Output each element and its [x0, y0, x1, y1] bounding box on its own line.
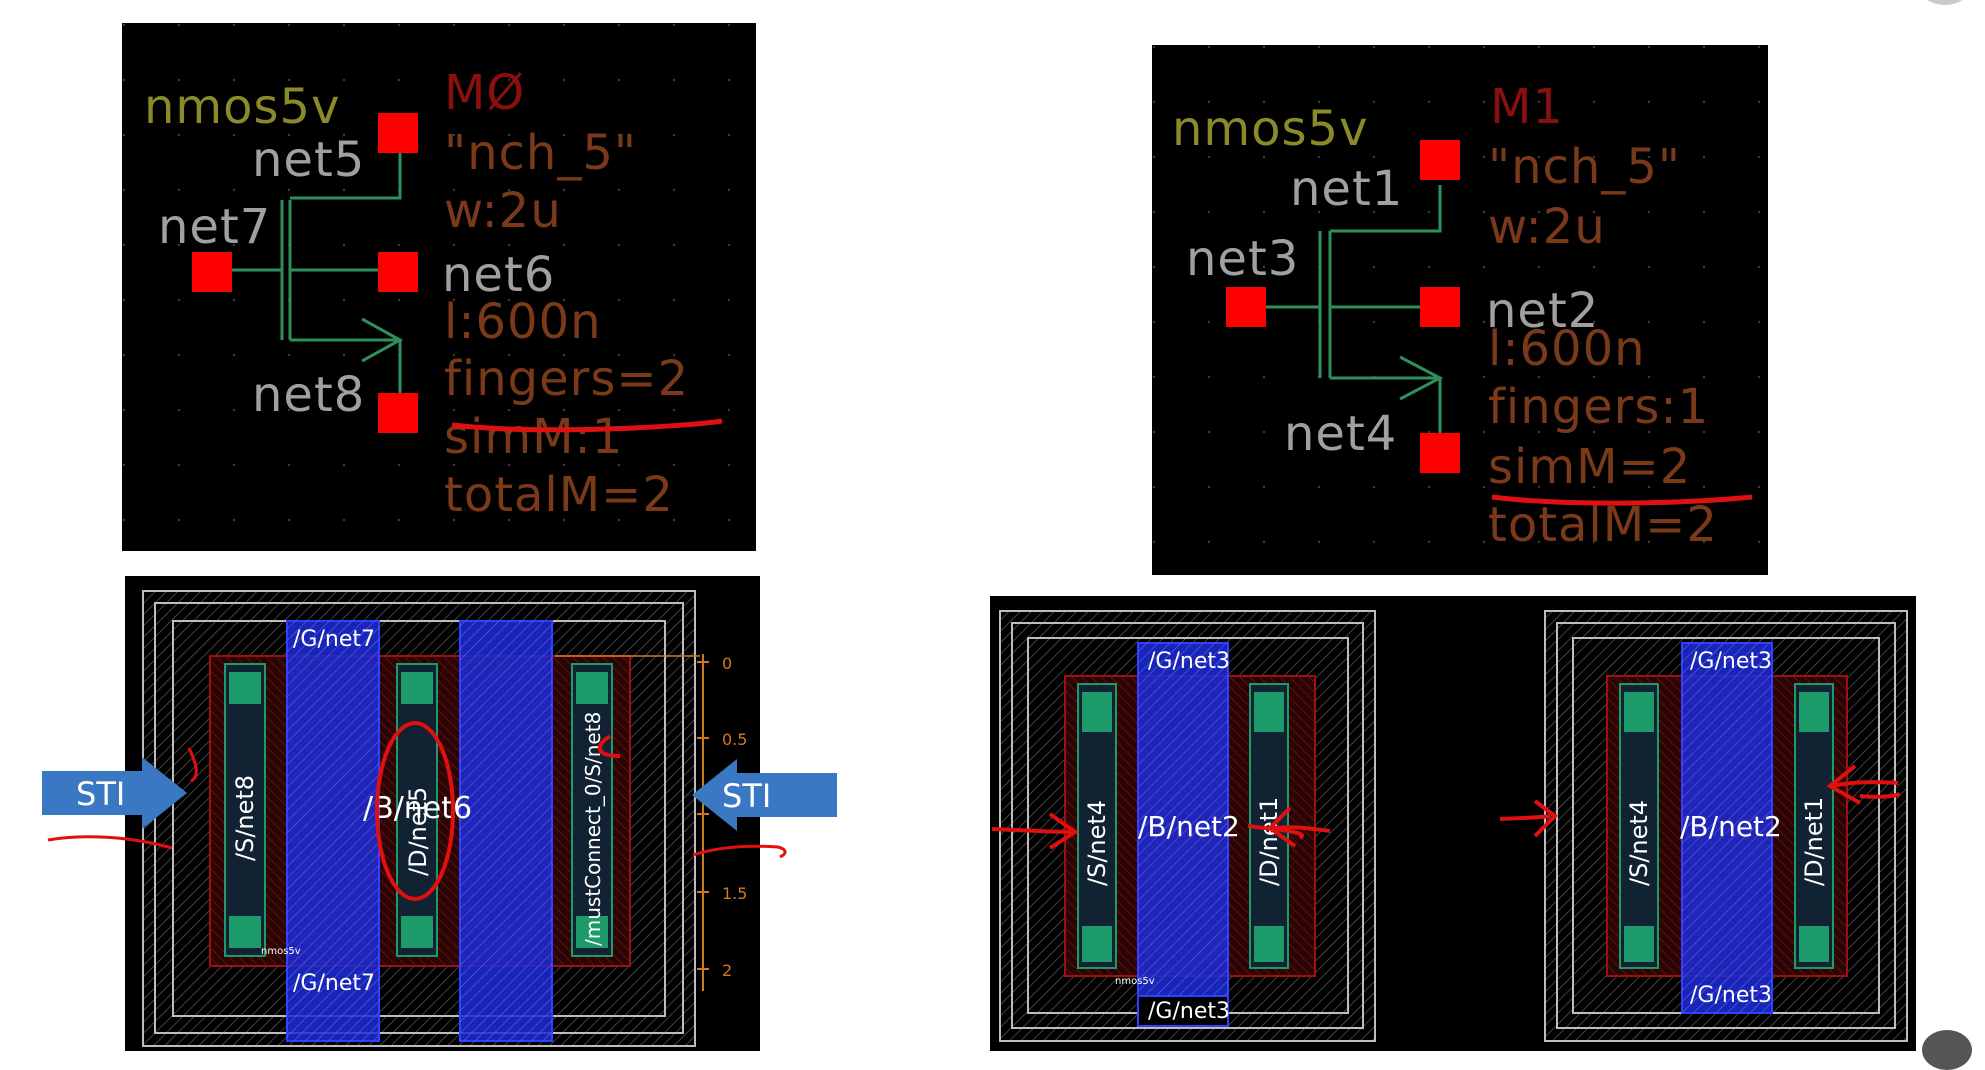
red-tick-mark	[597, 734, 621, 758]
instance-name: MØ	[444, 65, 525, 121]
sti-arrow-left: STI	[42, 757, 192, 829]
layout-m1-canvas: /G/net3 /G/net3 /B/net2 /S/net4 /D/net1 …	[991, 610, 1908, 1042]
ruler-tick: 1.5	[722, 884, 747, 903]
source-net-label: net4	[1284, 406, 1397, 462]
ruler-tick: 0	[722, 654, 732, 673]
gate-top-label: /G/net3	[1148, 649, 1230, 674]
source2-contact-column	[571, 663, 613, 957]
layout-m1-panel: /G/net3 /G/net3 /B/net2 /S/net4 /D/net1 …	[990, 596, 1916, 1051]
nmos-symbol	[1252, 185, 1444, 445]
source-label: /S/net8	[231, 775, 259, 861]
ruler-tick: 2	[722, 961, 732, 980]
model-name: "nch_5"	[444, 125, 637, 181]
red-tick-mark	[187, 747, 198, 783]
corner-artifact	[1920, 0, 1970, 5]
ruler-tick: 0.5	[722, 730, 747, 749]
schematic-m1-panel: nmos5v net1 net3 net2 net4 M1 "nch_5" w:…	[1152, 45, 1768, 575]
device-tag: nmos5v	[1115, 976, 1155, 987]
source-contact-column	[224, 663, 266, 957]
gate-net-label: net7	[158, 199, 271, 255]
source-pin	[378, 393, 418, 433]
source-label: /S/net4	[1083, 800, 1111, 886]
bulk-pin	[378, 252, 418, 292]
gate-top-label: /G/net7	[293, 627, 375, 652]
source-net-label: net8	[252, 367, 365, 423]
bulk-label: /B/net2	[1680, 810, 1782, 843]
bulk-net-label: net6	[442, 247, 555, 303]
red-underline-right	[692, 844, 787, 859]
model-name: "nch_5"	[1488, 139, 1681, 195]
source-pin	[1420, 433, 1460, 473]
drain-label: /D/net5	[404, 787, 432, 876]
source-label: /S/net4	[1625, 800, 1653, 886]
simm-underline	[1491, 494, 1753, 506]
instance-name: M1	[1490, 79, 1564, 135]
width-prop: w:2u	[1488, 199, 1606, 255]
length-prop: l:600n	[1488, 321, 1646, 377]
drain-highlight-circle	[375, 721, 455, 901]
fingers-prop: fingers:1	[1488, 379, 1709, 435]
sti-arrow-right: STI	[687, 759, 837, 831]
cell-name: nmos5v	[144, 79, 341, 135]
gate-pin	[1226, 287, 1266, 327]
fingers-underline	[451, 418, 723, 433]
bulk-net-label: net2	[1486, 283, 1599, 339]
totalm-prop: totalM=2	[444, 467, 674, 523]
schematic-m1-canvas: nmos5v net1 net3 net2 net4 M1 "nch_5" w:…	[1152, 45, 1768, 575]
drain-net-label: net1	[1290, 161, 1403, 217]
red-underline-left	[47, 835, 173, 850]
drain-label: /D/net1	[1255, 797, 1283, 886]
layout-m0-canvas: /G/net7 /G/net7 /B/net6 /S/net8 /D/net5 …	[142, 590, 747, 1047]
totalm-prop: totalM=2	[1488, 497, 1718, 553]
gate-top-label: /G/net3	[1690, 649, 1772, 674]
simm-prop: simM:1	[444, 409, 623, 465]
schematic-m0-canvas: nmos5v net5 net7 net6 net8 MØ "nch_5" w:…	[122, 23, 756, 551]
corner-artifact	[1922, 1030, 1972, 1070]
cell-name: nmos5v	[1172, 101, 1369, 157]
drain-label: /D/net1	[1800, 797, 1828, 886]
simm-prop: simM=2	[1488, 439, 1691, 495]
sti-right-label: STI	[722, 777, 771, 815]
schematic-m0-panel: nmos5v net5 net7 net6 net8 MØ "nch_5" w:…	[122, 23, 756, 551]
drain-contact-column	[396, 663, 438, 957]
fingers-prop: fingers=2	[444, 351, 689, 407]
drain-net-label: net5	[252, 132, 365, 188]
layout-m0-panel: /G/net7 /G/net7 /B/net6 /S/net8 /D/net5 …	[125, 576, 760, 1051]
sti-left-label: STI	[76, 775, 125, 813]
gate-bottom-label: /G/net3	[1148, 999, 1230, 1024]
gate-bottom-label: /G/net7	[293, 971, 375, 996]
device-tag: nmos5v	[261, 946, 301, 957]
drain-pin	[378, 113, 418, 153]
red-annotation-arrows	[991, 764, 1901, 850]
bulk-pin	[1420, 287, 1460, 327]
bulk-label: /B/net2	[1138, 810, 1240, 843]
drain-pin	[1420, 140, 1460, 180]
length-prop: l:600n	[444, 294, 602, 350]
gate-pin	[192, 252, 232, 292]
width-prop: w:2u	[444, 183, 562, 239]
gate-net-label: net3	[1186, 231, 1299, 287]
device-b	[1544, 610, 1908, 1042]
gate-bottom-label: /G/net3	[1690, 983, 1772, 1008]
